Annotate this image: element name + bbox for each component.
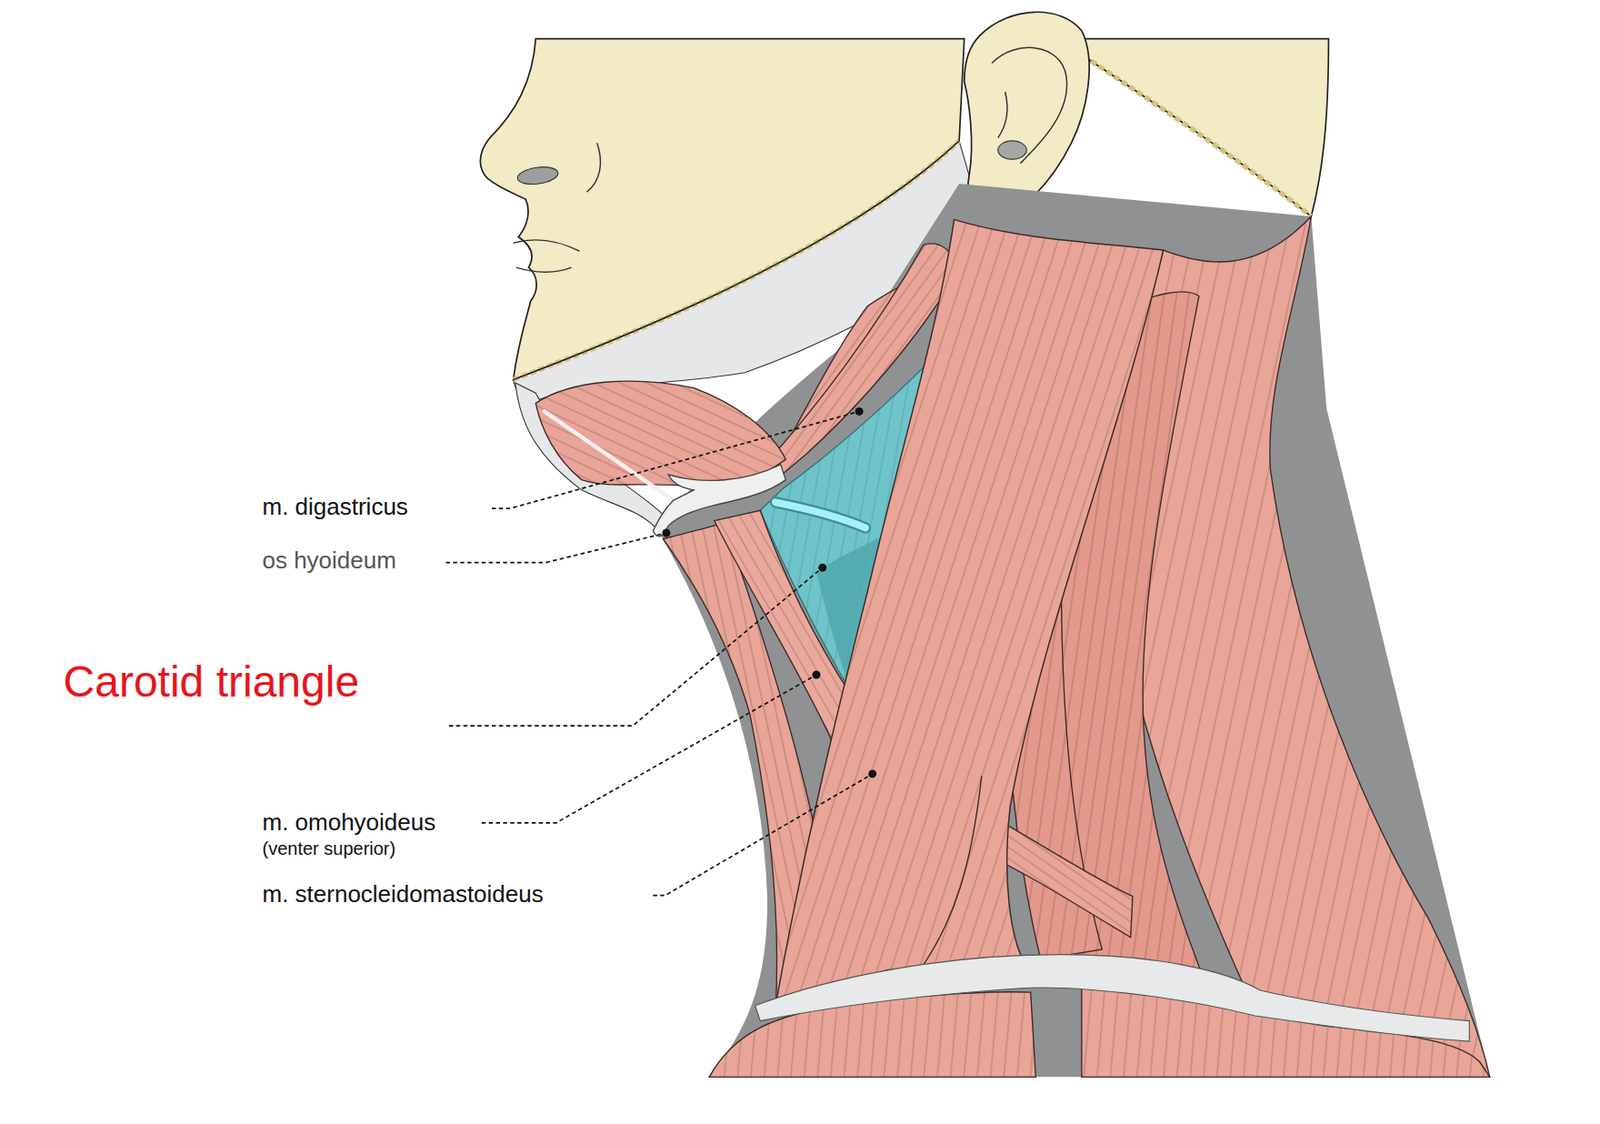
back-of-head	[1083, 39, 1329, 217]
leader-lines	[446, 410, 873, 895]
muscle-part-label: (venter superior)	[259, 838, 399, 859]
sternocleidomastoid	[775, 219, 1164, 1005]
occipital-cut-line	[1083, 56, 1311, 217]
ear-inner	[991, 47, 1068, 163]
hyoid-horn	[775, 501, 866, 528]
face-lines	[513, 142, 601, 272]
digastric-anterior	[535, 380, 786, 488]
hyoid-bone	[652, 464, 786, 537]
muscle-label: m. digastricus	[259, 493, 410, 520]
muscle-label: m. omohyoideus	[259, 809, 439, 836]
bone-label: os hyoideum	[259, 547, 399, 574]
nostril	[516, 164, 560, 187]
clavicle	[755, 954, 1470, 1041]
hyoid-horn-outline	[775, 501, 866, 528]
ear-concha	[998, 140, 1027, 160]
scm-head-division	[923, 775, 982, 965]
leader-dots	[661, 407, 877, 779]
omohyoid-superior	[714, 510, 858, 745]
deep-neck	[658, 183, 1490, 1077]
region-title-label: Carotid triangle	[60, 658, 363, 707]
muscle-label: m. sternocleidomastoideus	[259, 880, 546, 908]
digastric-tendon-stripe	[542, 410, 674, 500]
